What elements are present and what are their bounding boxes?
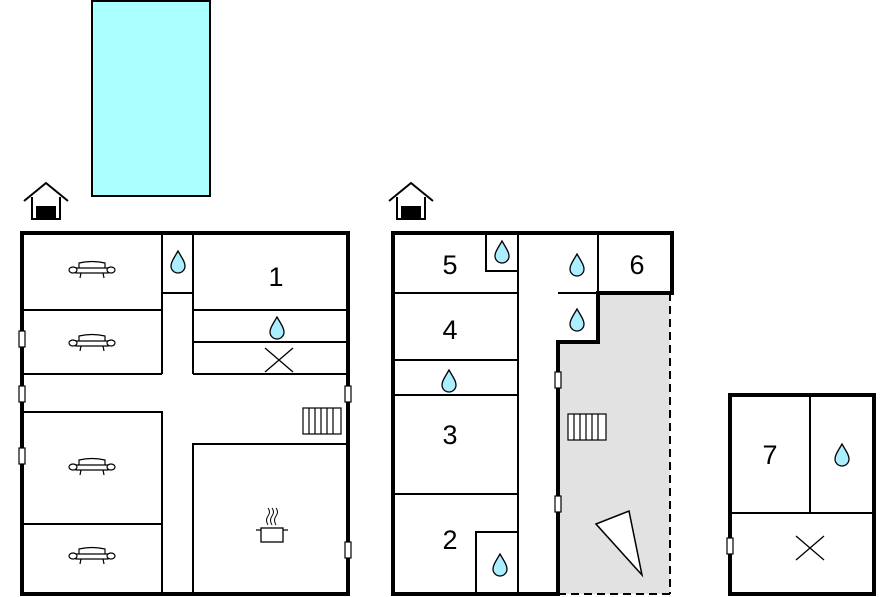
window bbox=[18, 385, 26, 403]
sofa-icon bbox=[68, 333, 116, 352]
sofa-icon bbox=[68, 457, 116, 476]
water-drop-icon bbox=[441, 369, 457, 393]
window bbox=[18, 447, 26, 465]
water-drop-icon bbox=[494, 240, 510, 264]
building-b: 5 6 4 3 2 bbox=[391, 231, 674, 596]
room-label-5: 5 bbox=[442, 250, 457, 280]
water-drop-icon bbox=[492, 553, 508, 577]
window bbox=[344, 385, 352, 403]
room-label-1: 1 bbox=[268, 262, 283, 292]
pool bbox=[91, 0, 211, 197]
entrance-house-icon bbox=[23, 182, 69, 220]
water-drop-icon bbox=[834, 443, 850, 467]
room-label-7: 7 bbox=[762, 440, 777, 470]
building-a: 1 bbox=[18, 231, 352, 596]
window bbox=[18, 330, 26, 348]
entrance-house-icon bbox=[388, 182, 434, 220]
water-drop-icon bbox=[569, 253, 585, 277]
building-c: 7 bbox=[726, 393, 876, 596]
window bbox=[344, 541, 352, 559]
room-label-6: 6 bbox=[629, 250, 644, 280]
room-label-2: 2 bbox=[442, 525, 457, 555]
room-label-4: 4 bbox=[442, 315, 457, 345]
window bbox=[726, 537, 734, 555]
window bbox=[554, 495, 562, 513]
cross-icon bbox=[264, 347, 294, 373]
terrace bbox=[558, 293, 670, 594]
sofa-icon bbox=[68, 546, 116, 565]
stairs-icon bbox=[567, 413, 607, 441]
water-drop-icon bbox=[569, 308, 585, 332]
window bbox=[554, 371, 562, 389]
stairs-icon bbox=[302, 407, 342, 435]
water-drop-icon bbox=[269, 316, 285, 340]
triangle-marker-icon bbox=[594, 509, 644, 578]
room-label-3: 3 bbox=[442, 420, 457, 450]
water-drop-icon bbox=[170, 250, 186, 274]
sofa-icon bbox=[68, 260, 116, 279]
cross-icon bbox=[795, 535, 825, 561]
cooking-pot-icon bbox=[256, 507, 288, 543]
